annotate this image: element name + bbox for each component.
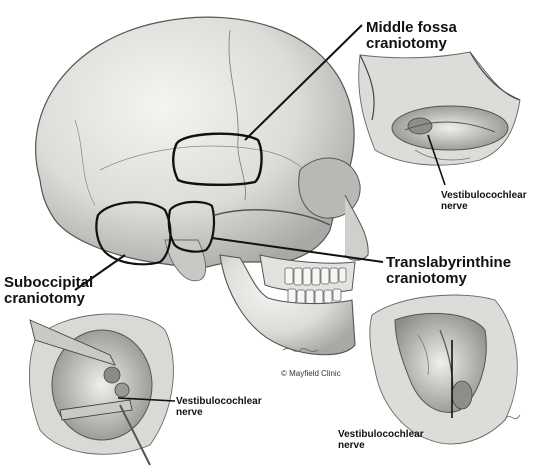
nerve-top-right-line1: Vestibulocochlear xyxy=(441,191,527,202)
nerve-bottom-left-line1: Vestibulocochlear xyxy=(176,397,262,408)
suboccipital-label: Suboccipital craniotomy xyxy=(4,275,93,307)
nerve-bottom-right-line2: nerve xyxy=(338,441,424,452)
nerve-bottom-right-label: Vestibulocochlear nerve xyxy=(338,430,424,451)
inset-translabyrinthine xyxy=(370,295,517,444)
copyright-text: © Mayfield Clinic xyxy=(281,370,341,378)
inset-middle-fossa xyxy=(359,52,520,165)
suboccipital-label-line1: Suboccipital xyxy=(4,275,93,291)
middle-fossa-label-line2: craniotomy xyxy=(366,36,457,52)
translabyrinthine-label-line1: Translabyrinthine xyxy=(386,255,511,271)
upper-teeth xyxy=(285,268,346,285)
nerve-bottom-left-line2: nerve xyxy=(176,408,262,419)
inset-suboccipital xyxy=(29,314,173,465)
middle-fossa-label: Middle fossa craniotomy xyxy=(366,20,457,52)
translabyrinthine-label: Translabyrinthine craniotomy xyxy=(386,255,511,287)
nerve-top-right-line2: nerve xyxy=(441,202,527,213)
middle-fossa-label-line1: Middle fossa xyxy=(366,20,457,36)
translabyrinthine-label-line2: craniotomy xyxy=(386,271,511,287)
cranium xyxy=(36,17,354,268)
suboccipital-label-line2: craniotomy xyxy=(4,291,93,307)
nerve-top-right-label: Vestibulocochlear nerve xyxy=(441,191,527,212)
nasal-region xyxy=(345,195,368,260)
nerve-bottom-right-line1: Vestibulocochlear xyxy=(338,430,424,441)
nerve-bottom-left-label: Vestibulocochlear nerve xyxy=(176,397,262,418)
